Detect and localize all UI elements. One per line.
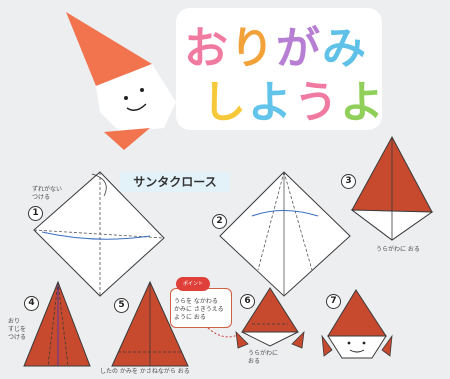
- paper-square: [219, 171, 351, 297]
- step-number-4: 4: [24, 296, 39, 311]
- fold-line: [57, 281, 69, 367]
- title-char: み: [322, 23, 368, 74]
- step-6-diagram: [235, 287, 305, 349]
- hint-box: うらを なかわる かみに さきうえる ように おる: [170, 288, 232, 328]
- step-number-6: 6: [240, 294, 255, 309]
- paper-face: [241, 331, 299, 347]
- title-char: よ: [248, 77, 294, 128]
- title-char: お: [184, 23, 230, 74]
- paper-flap: [235, 330, 249, 349]
- fold-line: [33, 229, 165, 239]
- title-line-2: しようよ: [202, 66, 386, 130]
- hint-text: うらを なかわる かみに さきうえる ように おる: [174, 298, 224, 321]
- fold-arrow: [41, 231, 151, 240]
- title-char: う: [294, 77, 340, 128]
- step-4-note: おり すじを つける: [8, 318, 27, 341]
- paper-flap: [291, 330, 305, 349]
- fold-arrow: [91, 173, 107, 197]
- hint-connector: [207, 327, 241, 338]
- fold-line: [283, 171, 313, 271]
- santa-face: [96, 64, 176, 132]
- step-number-1: 1: [28, 206, 43, 221]
- step-number-3: 3: [341, 174, 356, 189]
- hat-cone: [66, 12, 152, 86]
- step-5-note: したの かみを かさねながら おる: [100, 368, 190, 375]
- title-char: よ: [340, 77, 386, 128]
- paper-flap: [381, 334, 393, 357]
- fold-line: [47, 281, 59, 367]
- face-eye-right: [140, 88, 144, 92]
- face-mouth: [126, 103, 147, 111]
- hint-tag: ポイント: [176, 277, 210, 291]
- title-block: おりがみ しようよ: [176, 8, 384, 130]
- step-7-diagram: [321, 289, 393, 359]
- step-3-diagram: [350, 135, 434, 241]
- title-line-1: おりがみ: [184, 12, 368, 76]
- face-eye-left: [124, 96, 128, 100]
- face-mouth: [349, 349, 365, 353]
- title-char: が: [276, 23, 322, 74]
- step-number-2: 2: [212, 214, 227, 229]
- step-6-note: うらがわに おる: [248, 350, 279, 365]
- step-2-diagram: [219, 171, 351, 297]
- step-1-diagram: [33, 171, 165, 297]
- fold-arrow: [251, 210, 319, 217]
- paper-triangle: [23, 280, 91, 367]
- step-4-diagram: [23, 280, 91, 367]
- title-char: し: [202, 77, 248, 128]
- face-eye-right: [362, 341, 366, 345]
- subject-label: サンタクロース: [120, 172, 230, 192]
- santa-hat-decoration: [66, 12, 176, 150]
- paper-face: [327, 335, 387, 359]
- step-3-note: うらがわに おる: [376, 246, 420, 253]
- hat-tip: [104, 128, 150, 150]
- step-5-diagram: [111, 280, 189, 367]
- title-char: り: [230, 23, 276, 74]
- fold-line: [257, 171, 285, 271]
- face-eye-left: [347, 341, 351, 345]
- step-number-7: 7: [326, 294, 341, 309]
- step-1-note: ずれがない つける: [32, 186, 63, 201]
- paper-flap: [321, 334, 333, 357]
- step-number-5: 5: [114, 298, 129, 313]
